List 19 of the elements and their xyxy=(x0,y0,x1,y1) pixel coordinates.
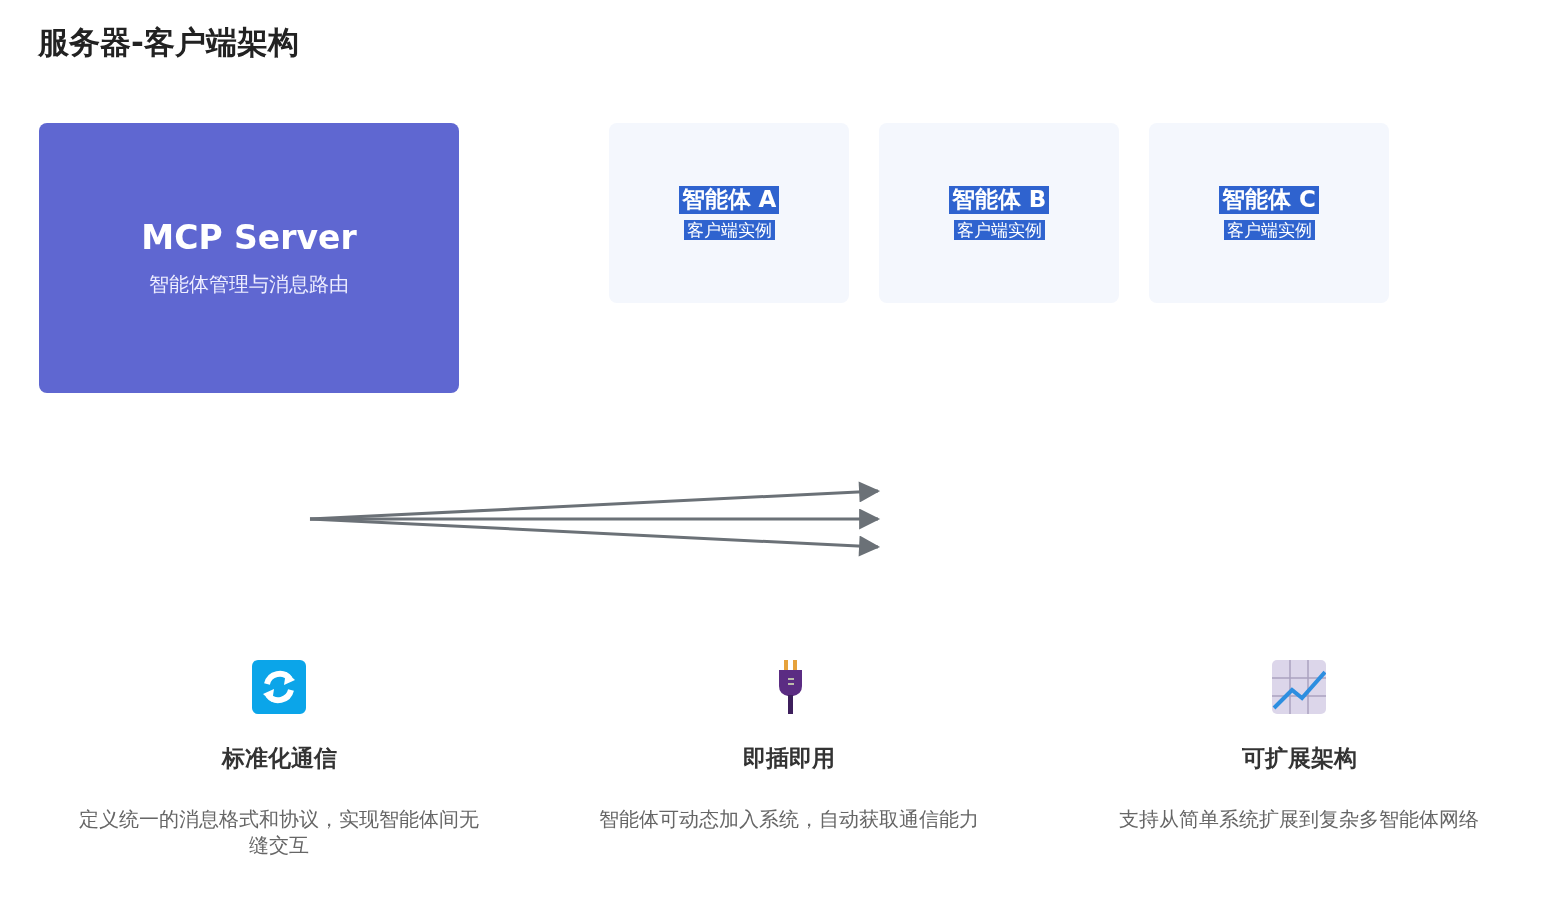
feature-description: 定义统一的消息格式和协议，实现智能体间无缝交互 xyxy=(78,806,480,858)
highlighted-subtitle: 客户端实例 xyxy=(953,219,1045,240)
diagram-title: 服务器-客户端架构 xyxy=(38,23,299,62)
highlighted-subtitle: 客户端实例 xyxy=(683,219,775,240)
highlighted-title: 智能体 B xyxy=(948,186,1050,214)
highlighted-title: 智能体 A xyxy=(678,186,780,214)
feature-title: 可扩展架构 xyxy=(1240,744,1358,773)
feature-description: 支持从简单系统扩展到复杂多智能体网络 xyxy=(1118,806,1480,832)
highlighted-title: 智能体 C xyxy=(1219,186,1319,214)
highlighted-subtitle: 客户端实例 xyxy=(1223,219,1315,240)
feature-description: 智能体可动态加入系统，自动获取通信能力 xyxy=(598,806,980,832)
feature-title: 即插即用 xyxy=(742,744,836,773)
box-subtitle: 智能体管理与消息路由 xyxy=(149,271,349,298)
feature-title: 标准化通信 xyxy=(220,744,338,773)
agent-box xyxy=(879,123,1119,303)
agent-box xyxy=(609,123,849,303)
box-title: MCP Server xyxy=(141,218,357,257)
server-box xyxy=(39,123,459,393)
agent-box xyxy=(1149,123,1389,303)
